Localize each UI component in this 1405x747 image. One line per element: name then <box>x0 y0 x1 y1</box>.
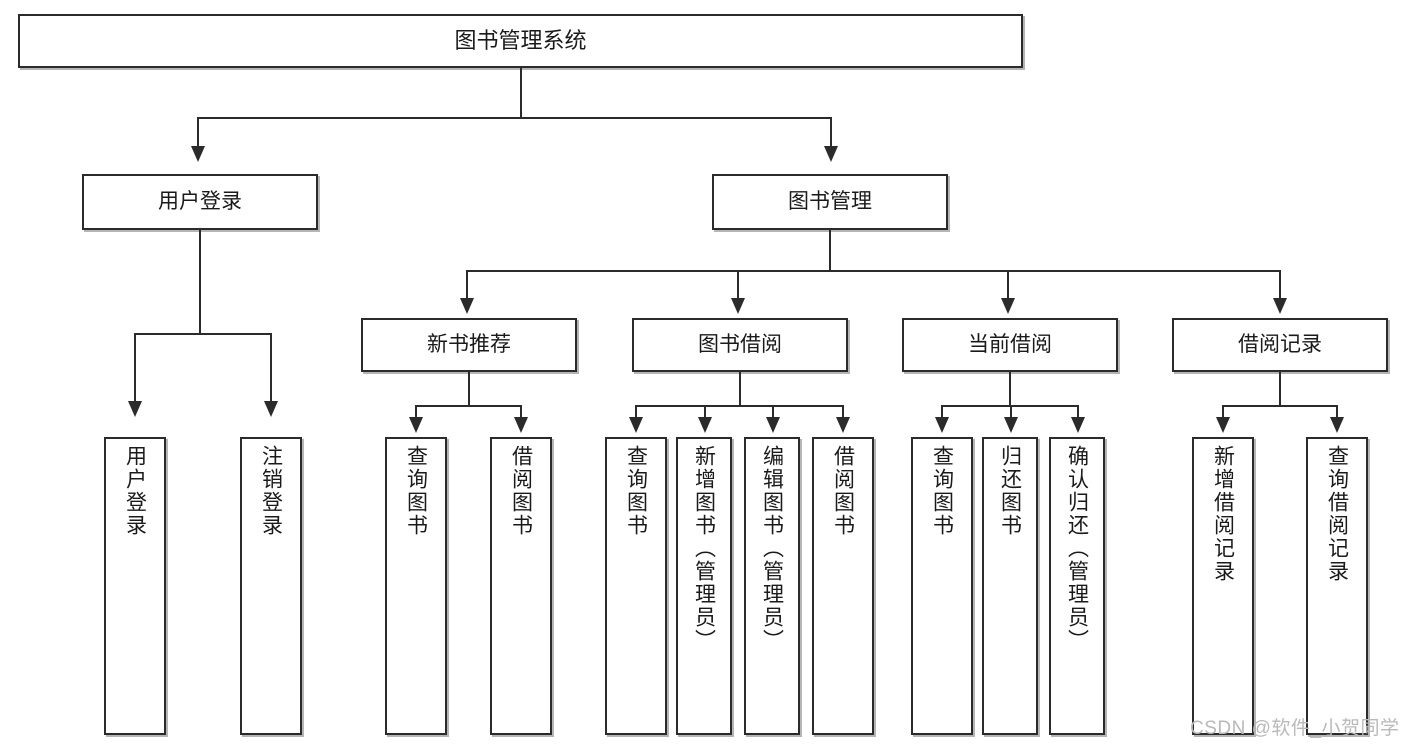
arrow-leaf-query-book-2 <box>629 417 643 433</box>
node-current-borrow[interactable]: 当前借阅 <box>902 318 1118 372</box>
leaf-return-book-label: 归还图书 <box>998 445 1022 537</box>
connector-user-login-stem <box>199 230 201 333</box>
leaf-query-book-3[interactable]: 查询图书 <box>911 437 973 735</box>
arrow-borrow-record <box>1273 298 1287 314</box>
arrow-leaf-add-record <box>1216 417 1230 433</box>
connector-drop-borrow-record <box>1279 270 1281 300</box>
connector-drop-leaf-query-book-1 <box>415 405 417 419</box>
connector-drop-leaf-confirm-return <box>1077 405 1079 419</box>
leaf-edit-book[interactable]: 编辑图书（管理员） <box>744 437 800 735</box>
node-new-book-rec[interactable]: 新书推荐 <box>361 318 577 372</box>
arrow-leaf-logout <box>264 401 278 417</box>
leaf-user-login-label: 用户登录 <box>123 445 147 537</box>
leaf-add-record[interactable]: 新增借阅记录 <box>1192 437 1254 735</box>
node-root[interactable]: 图书管理系统 <box>18 14 1023 68</box>
connector-drop-leaf-borrow-book-2 <box>842 405 844 419</box>
leaf-borrow-book-1-label: 借阅图书 <box>509 445 533 537</box>
connector-borrow-record-bus <box>1222 405 1337 407</box>
arrow-new-book-rec <box>460 298 474 314</box>
arrow-leaf-add-book <box>698 417 712 433</box>
arrow-book-manage <box>824 146 838 162</box>
connector-drop-leaf-edit-book <box>772 405 774 419</box>
leaf-add-book[interactable]: 新增图书（管理员） <box>676 437 732 735</box>
connector-drop-leaf-logout <box>270 333 272 403</box>
node-book-borrow[interactable]: 图书借阅 <box>632 318 848 372</box>
arrow-leaf-borrow-book-2 <box>836 417 850 433</box>
arrow-leaf-borrow-book-1 <box>514 417 528 433</box>
leaf-query-record[interactable]: 查询借阅记录 <box>1306 437 1368 735</box>
connector-level1-bus <box>197 117 831 119</box>
connector-new-book-rec-bus <box>415 405 522 407</box>
node-root-label: 图书管理系统 <box>454 28 587 54</box>
node-book-manage-label: 图书管理 <box>788 189 872 213</box>
connector-user-login-bus <box>134 333 272 335</box>
leaf-query-record-label: 查询借阅记录 <box>1325 445 1349 583</box>
leaf-borrow-book-1[interactable]: 借阅图书 <box>490 437 552 735</box>
connector-book-borrow-bus <box>635 405 844 407</box>
node-borrow-record[interactable]: 借阅记录 <box>1172 318 1388 372</box>
leaf-query-book-1[interactable]: 查询图书 <box>385 437 447 735</box>
leaf-confirm-return[interactable]: 确认归还（管理员） <box>1049 437 1105 735</box>
arrow-leaf-confirm-return <box>1071 417 1085 433</box>
leaf-return-book[interactable]: 归还图书 <box>982 437 1038 735</box>
node-current-borrow-label: 当前借阅 <box>968 332 1052 356</box>
leaf-user-login[interactable]: 用户登录 <box>104 437 166 735</box>
leaf-borrow-book-2[interactable]: 借阅图书 <box>812 437 874 735</box>
connector-new-book-rec-stem <box>468 372 470 405</box>
connector-drop-leaf-query-book-3 <box>941 405 943 419</box>
connector-drop-leaf-query-book-2 <box>635 405 637 419</box>
arrow-leaf-query-book-1 <box>409 417 423 433</box>
node-new-book-rec-label: 新书推荐 <box>427 332 511 356</box>
node-user-login[interactable]: 用户登录 <box>82 174 318 230</box>
connector-drop-new-book-rec <box>466 270 468 300</box>
leaf-query-book-1-label: 查询图书 <box>404 445 428 537</box>
arrow-current-borrow <box>1001 298 1015 314</box>
arrow-book-borrow <box>731 298 745 314</box>
node-borrow-record-label: 借阅记录 <box>1238 332 1322 356</box>
connector-drop-leaf-add-book <box>704 405 706 419</box>
leaf-confirm-return-label: 确认归还（管理员） <box>1065 445 1089 652</box>
connector-drop-book-manage <box>830 117 832 148</box>
arrow-leaf-query-book-3 <box>935 417 949 433</box>
leaf-logout-label: 注销登录 <box>259 445 283 537</box>
connector-level2-bus <box>466 270 1280 272</box>
connector-drop-leaf-return-book <box>1010 405 1012 419</box>
node-book-manage[interactable]: 图书管理 <box>712 174 948 230</box>
node-book-borrow-label: 图书借阅 <box>698 332 782 356</box>
connector-drop-leaf-borrow-book-1 <box>520 405 522 419</box>
connector-book-manage-stem <box>829 230 831 270</box>
leaf-query-book-2-label: 查询图书 <box>624 445 648 537</box>
connector-root-stem <box>520 68 522 117</box>
arrow-leaf-return-book <box>1004 417 1018 433</box>
leaf-add-record-label: 新增借阅记录 <box>1211 445 1235 583</box>
connector-book-borrow-stem <box>739 372 741 405</box>
connector-drop-leaf-add-record <box>1222 405 1224 419</box>
connector-drop-leaf-user-login <box>134 333 136 403</box>
leaf-logout[interactable]: 注销登录 <box>240 437 302 735</box>
connector-drop-leaf-query-record <box>1336 405 1338 419</box>
leaf-query-book-2[interactable]: 查询图书 <box>605 437 667 735</box>
arrow-user-login <box>191 146 205 162</box>
node-user-login-label: 用户登录 <box>158 189 242 213</box>
leaf-borrow-book-2-label: 借阅图书 <box>831 445 855 537</box>
connector-current-borrow-stem <box>1009 372 1011 405</box>
leaf-query-book-3-label: 查询图书 <box>930 445 954 537</box>
arrow-leaf-user-login <box>128 401 142 417</box>
leaf-add-book-label: 新增图书（管理员） <box>692 445 716 652</box>
leaf-edit-book-label: 编辑图书（管理员） <box>760 445 784 652</box>
connector-drop-book-borrow <box>737 270 739 300</box>
connector-drop-user-login <box>197 117 199 148</box>
arrow-leaf-edit-book <box>766 417 780 433</box>
arrow-leaf-query-record <box>1330 417 1344 433</box>
connector-borrow-record-stem <box>1279 372 1281 405</box>
connector-drop-current-borrow <box>1007 270 1009 300</box>
